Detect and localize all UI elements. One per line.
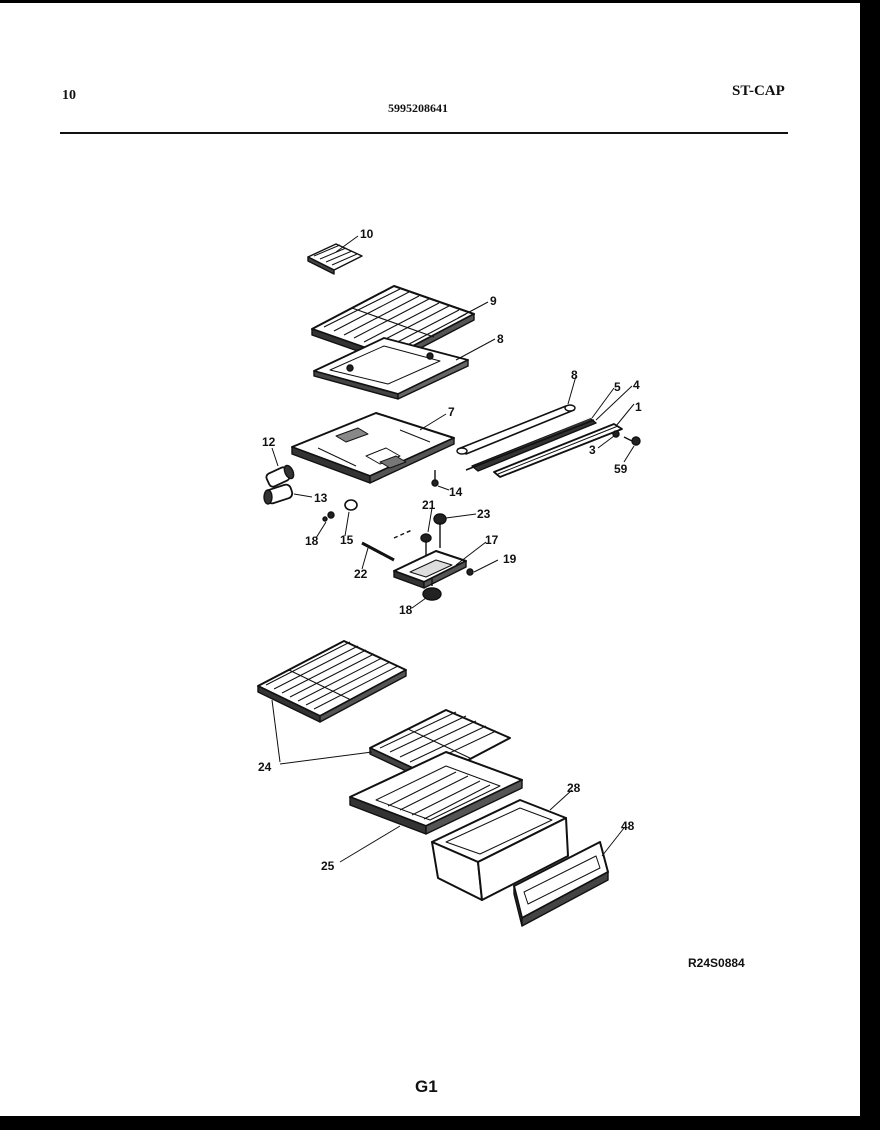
page-number: 10	[62, 88, 76, 103]
part-18-cap-lower	[422, 578, 442, 601]
callout-22: 22	[354, 567, 368, 581]
part-22-rod	[361, 541, 395, 562]
part-59-screw	[623, 436, 641, 446]
callout-4: 4	[633, 378, 640, 392]
part-10-grille	[307, 243, 363, 275]
callout-24: 24	[258, 760, 272, 774]
callout-23: 23	[477, 507, 491, 521]
header-rule	[60, 132, 788, 134]
callout-59: 59	[614, 462, 628, 476]
callout-18-lower: 18	[399, 603, 413, 617]
callout-7: 7	[448, 405, 455, 419]
callout-19: 19	[503, 552, 517, 566]
callout-12: 12	[262, 435, 276, 449]
part-48-drawer-front	[513, 841, 609, 927]
part-12-cylinder	[265, 464, 295, 488]
part-14-fastener	[431, 470, 439, 487]
part-15-ring	[344, 499, 358, 511]
part-4-rail	[465, 419, 595, 471]
part-23-knob	[433, 513, 447, 548]
page-code: G1	[415, 1077, 438, 1096]
part-17-bracket	[393, 550, 467, 589]
part-1-rail	[493, 423, 623, 478]
callout-9: 9	[490, 294, 497, 308]
callout-17: 17	[485, 533, 499, 547]
part-19-screw	[466, 568, 474, 576]
callout-14: 14	[449, 485, 463, 499]
callout-8-upper: 8	[497, 332, 504, 346]
part-9-shelf	[311, 285, 475, 364]
part-18-screw-upper	[322, 511, 335, 522]
drawing-reference-code: R24S0884	[688, 956, 745, 970]
part-7-shelf	[291, 412, 455, 484]
callout-5: 5	[614, 380, 621, 394]
part-3-screw	[612, 430, 620, 438]
part-13-cylinder	[263, 483, 294, 505]
part-6-rail	[456, 404, 576, 455]
callout-1: 1	[635, 400, 642, 414]
part-25-crisper-cover	[349, 751, 523, 835]
callout-13: 13	[314, 491, 328, 505]
callout-3: 3	[589, 443, 596, 457]
model-code: ST-CAP	[732, 83, 785, 99]
callout-8-rail: 8	[571, 368, 578, 382]
part-28-drawer	[431, 799, 569, 901]
page-border-top	[0, 0, 880, 3]
callout-48: 48	[621, 819, 635, 833]
callout-25: 25	[321, 859, 335, 873]
page-border-bottom	[0, 1116, 880, 1130]
part-24-wire-shelf-upper	[257, 640, 407, 723]
page-border-right	[860, 0, 880, 1130]
callout-10: 10	[360, 227, 374, 241]
part-8-frame	[313, 337, 469, 400]
callout-18-upper: 18	[305, 534, 319, 548]
callout-15: 15	[340, 533, 354, 547]
part-number: 5995208641	[388, 101, 448, 115]
callout-28: 28	[567, 781, 581, 795]
callout-21: 21	[422, 498, 436, 512]
